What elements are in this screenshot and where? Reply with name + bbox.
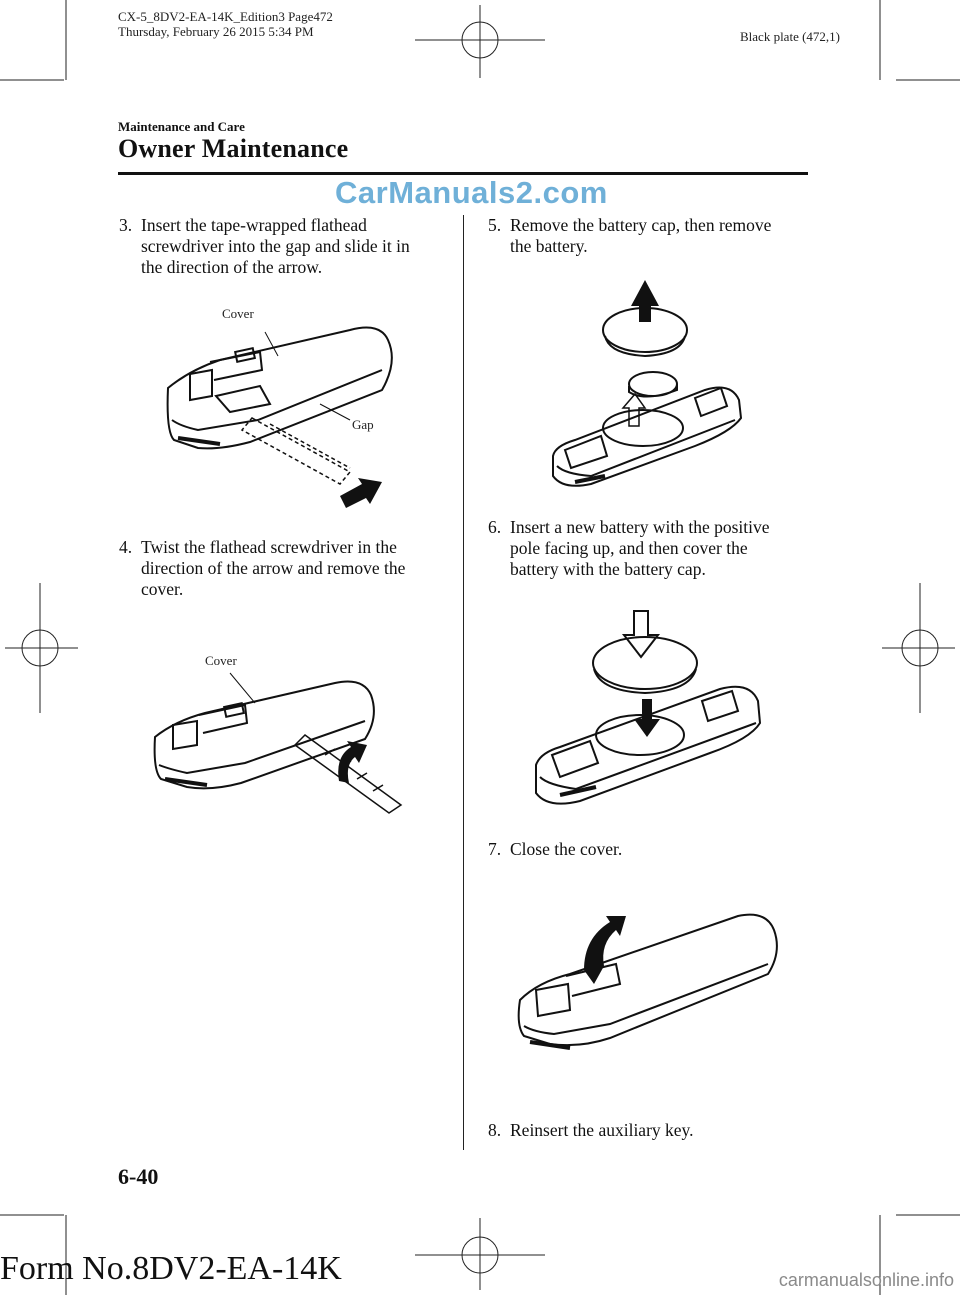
print-header-file: CX-5_8DV2-EA-14K_Edition3 Page472 Thursd… <box>118 9 333 39</box>
page-number: 6-40 <box>118 1164 159 1189</box>
step-number: 3. <box>119 215 133 235</box>
step-number: 7. <box>488 839 502 859</box>
step-text-line: Reinsert the auxiliary key. <box>510 1120 694 1140</box>
down-arrow-icon <box>621 610 661 659</box>
figure-label-cover: Cover <box>205 653 237 668</box>
registration-mark-left <box>5 583 78 713</box>
key-slot <box>222 702 246 718</box>
up-arrow-icon <box>631 280 659 322</box>
step-text-line: Insert the tape-wrapped flathead <box>141 215 367 235</box>
step-text-line: the battery. <box>510 236 588 256</box>
chapter-label: Maintenance and Care <box>118 119 245 134</box>
key-fob-open <box>552 386 743 487</box>
key-fob-open <box>535 685 762 805</box>
figure-twist-screwdriver <box>153 672 403 814</box>
title-rule <box>118 172 808 175</box>
step-number: 8. <box>488 1120 502 1140</box>
figure-label-gap: Gap <box>352 417 374 432</box>
registration-mark-right <box>882 583 955 713</box>
step-number: 5. <box>488 215 502 235</box>
site-watermark: carmanualsonline.info <box>778 1270 954 1290</box>
screwdriver-tape <box>240 417 352 485</box>
screwdriver <box>293 734 403 814</box>
step-text-line: screwdriver into the gap and slide it in <box>141 236 410 256</box>
print-header-line1: CX-5_8DV2-EA-14K_Edition3 Page472 <box>118 9 333 24</box>
step-3: 3. Insert the tape-wrapped flathead scre… <box>119 215 459 281</box>
print-header-plate: Black plate (472,1) <box>740 29 840 44</box>
curved-arrow-icon <box>584 916 626 984</box>
step-5: 5. Remove the battery cap, then remove t… <box>488 215 828 259</box>
step-text-line: Close the cover. <box>510 839 623 859</box>
key-slot <box>233 347 257 363</box>
arrow-icon <box>340 478 382 508</box>
registration-mark-bottom <box>415 1218 545 1290</box>
battery-cap <box>592 636 698 690</box>
step-text-line: Insert a new battery with the positive <box>510 517 770 537</box>
step-6: 6. Insert a new battery with the positiv… <box>488 517 828 583</box>
up-arrow-icon <box>621 392 647 427</box>
figure-insert-screwdriver <box>166 326 393 508</box>
figure-insert-battery <box>535 610 762 805</box>
step-text-line: pole facing up, and then cover the <box>510 538 748 558</box>
registration-mark-top <box>415 5 545 78</box>
step-4: 4. Twist the flathead screwdriver in the… <box>119 537 459 603</box>
step-text-line: cover. <box>141 579 184 599</box>
step-text-line: battery with the battery cap. <box>510 559 706 579</box>
key-fob-body <box>517 913 778 1047</box>
battery <box>595 714 685 756</box>
figure-close-cover <box>517 913 778 1050</box>
curved-arrow-icon <box>338 741 367 783</box>
step-text-line: Twist the flathead screwdriver in the <box>141 537 397 557</box>
watermark-text: CarManuals2.com <box>335 175 608 210</box>
step-number: 6. <box>488 517 502 537</box>
print-header-line2: Thursday, February 26 2015 5:34 PM <box>118 24 314 39</box>
step-text-line: the direction of the arrow. <box>141 257 323 277</box>
step-8: 8. Reinsert the auxiliary key. <box>488 1120 828 1142</box>
form-number: Form No.8DV2-EA-14K <box>0 1250 342 1287</box>
page-title: Owner Maintenance <box>118 134 349 163</box>
figure-label-cover: Cover <box>222 306 254 321</box>
step-text-line: Remove the battery cap, then remove <box>510 215 772 235</box>
column-divider <box>463 215 464 1150</box>
down-arrow-icon <box>634 699 660 737</box>
figure-remove-battery <box>552 280 743 487</box>
step-number: 4. <box>119 537 133 557</box>
step-7: 7. Close the cover. <box>488 839 828 861</box>
step-text-line: direction of the arrow and remove the <box>141 558 406 578</box>
